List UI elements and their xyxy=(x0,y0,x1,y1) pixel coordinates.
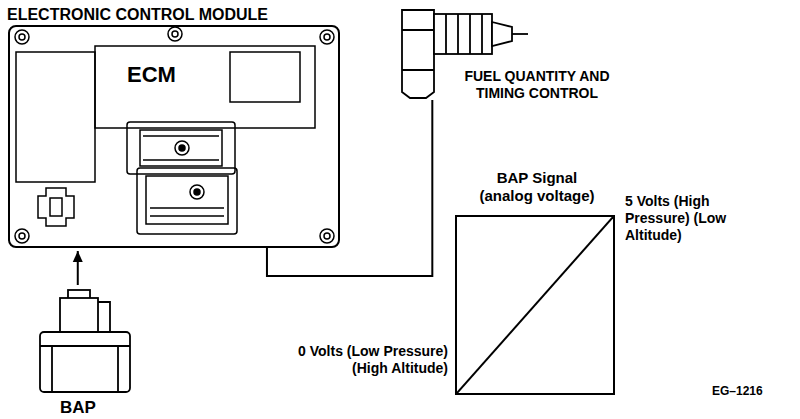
upper-panel xyxy=(95,46,315,128)
sensor: BAP xyxy=(38,288,135,394)
arrow-head xyxy=(73,251,83,262)
mounting-hole xyxy=(19,34,25,40)
mounting-hole xyxy=(324,34,330,40)
mounting-hole xyxy=(15,30,29,44)
injector-tip xyxy=(512,33,528,35)
connector xyxy=(267,100,432,276)
injector-solenoid-lines xyxy=(402,30,434,70)
bap-socket-inner xyxy=(50,198,62,216)
injector-nozzle xyxy=(492,22,512,46)
mounting-hole xyxy=(19,233,25,239)
sensor-body-lines xyxy=(40,346,130,392)
connector xyxy=(73,251,83,285)
module-heading: ELECTRONIC CONTROL MODULE xyxy=(7,5,268,24)
connector-bottom xyxy=(137,168,237,234)
mounting-hole xyxy=(320,30,334,44)
connector-top-inner xyxy=(140,130,222,166)
injector-solenoid xyxy=(402,10,434,98)
injector: FUEL QUANTITY AND TIMING CONTROL xyxy=(398,0,530,100)
sensor-plug xyxy=(60,298,98,332)
slope-line xyxy=(457,217,613,393)
figure-number: EG–1216 xyxy=(712,384,763,398)
signal-graph: BAP Signal (analog voltage) xyxy=(455,215,615,395)
signal-slope xyxy=(457,217,613,393)
mounting-hole xyxy=(168,27,182,41)
sensor-label: BAP xyxy=(38,398,118,418)
bap-socket xyxy=(38,188,74,226)
inner-panel xyxy=(230,52,300,102)
module-label: ECM xyxy=(127,62,176,88)
injector-ribs xyxy=(446,14,482,54)
connector-bolt xyxy=(175,141,189,155)
voltage-label: 5 Volts (High Pressure) (Low Altitude) xyxy=(625,193,775,243)
connector-bolt xyxy=(194,189,200,195)
sensor-body xyxy=(40,332,130,392)
connector-bottom-inner xyxy=(146,176,228,224)
mounting-hole xyxy=(320,229,334,243)
connector-line xyxy=(267,100,432,276)
connector-bolt xyxy=(179,145,185,151)
connector-top xyxy=(127,122,235,174)
connector-ribs xyxy=(143,136,219,160)
mounting-hole xyxy=(324,233,330,239)
connector-ribs xyxy=(150,208,224,216)
injector-body xyxy=(434,14,492,54)
connector-bolt xyxy=(190,185,204,199)
ecm-details xyxy=(15,27,334,243)
injector-label: FUEL QUANTITY AND TIMING CONTROL xyxy=(462,68,612,102)
mounting-hole xyxy=(172,31,178,37)
bap-sensor xyxy=(40,290,130,392)
control-module: ELECTRONIC CONTROL MODULEECM xyxy=(8,25,340,248)
voltage-label: 0 Volts (Low Pressure) (High Altitude) xyxy=(298,343,448,377)
graph-heading: BAP Signal (analog voltage) xyxy=(469,169,605,205)
left-panel xyxy=(16,52,95,182)
mounting-hole xyxy=(15,229,29,243)
